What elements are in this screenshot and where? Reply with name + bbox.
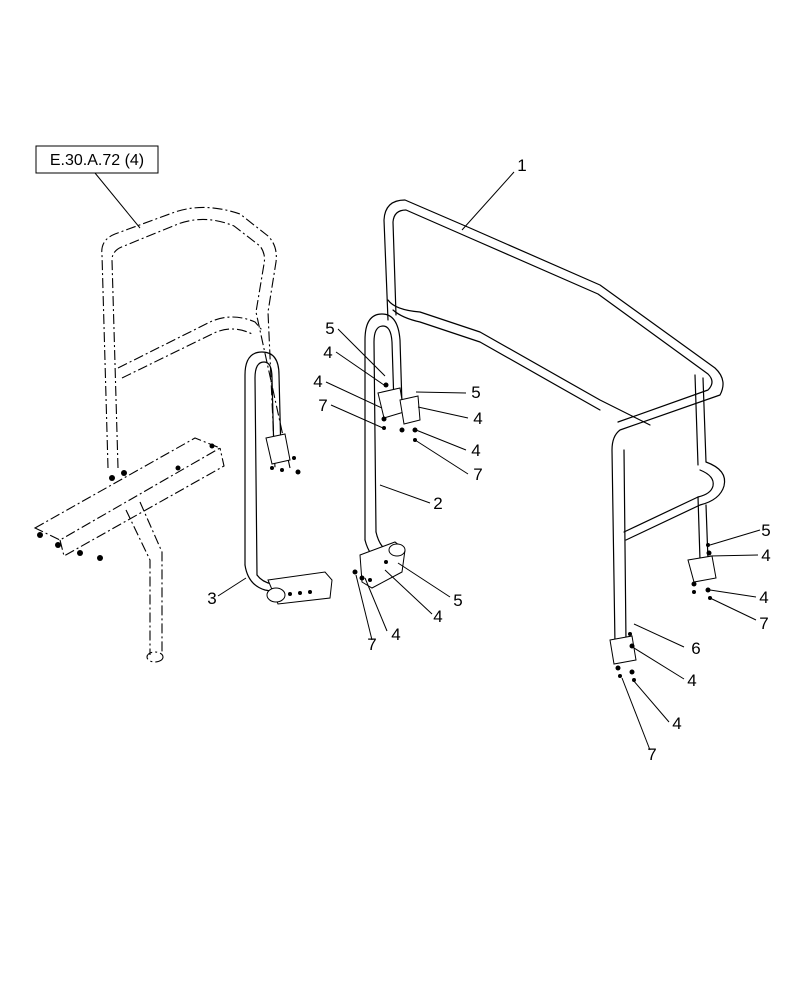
callout-4: 4 [687,671,696,690]
reference-box[interactable]: E.30.A.72 (4) [35,145,159,174]
leader-lines [217,171,761,751]
part-1-rail[interactable] [383,199,726,682]
callout-7: 7 [759,614,768,633]
callout-7: 7 [367,635,376,654]
callout-4: 4 [471,441,480,460]
phantom-frame [33,206,291,663]
callout-7: 7 [473,465,482,484]
callout-5: 5 [471,383,480,402]
callout-4: 4 [323,343,332,362]
callout-4: 4 [672,714,681,733]
reference-leader [94,172,141,229]
callout-4: 4 [391,625,400,644]
callout-3: 3 [207,589,216,608]
callout-5: 5 [325,319,334,338]
callout-4: 4 [313,372,322,391]
callout-4: 4 [759,588,768,607]
callout-6: 6 [691,639,700,658]
callout-2: 2 [433,494,442,513]
callout-7: 7 [647,745,656,764]
callout-5: 5 [761,521,770,540]
reference-label: E.30.A.72 (4) [50,152,144,169]
callout-4: 4 [433,607,442,626]
callout-5: 5 [453,591,462,610]
callout-1: 1 [517,156,526,175]
callout-4: 4 [473,409,482,428]
callout-labels: 1 2 3 5 4 4 7 5 4 4 7 5 4 4 7 5 4 4 7 6 … [207,156,770,764]
callout-4: 4 [761,546,770,565]
callout-7: 7 [318,396,327,415]
part-3-rail[interactable] [244,351,333,605]
part-2-rail[interactable] [352,313,421,589]
